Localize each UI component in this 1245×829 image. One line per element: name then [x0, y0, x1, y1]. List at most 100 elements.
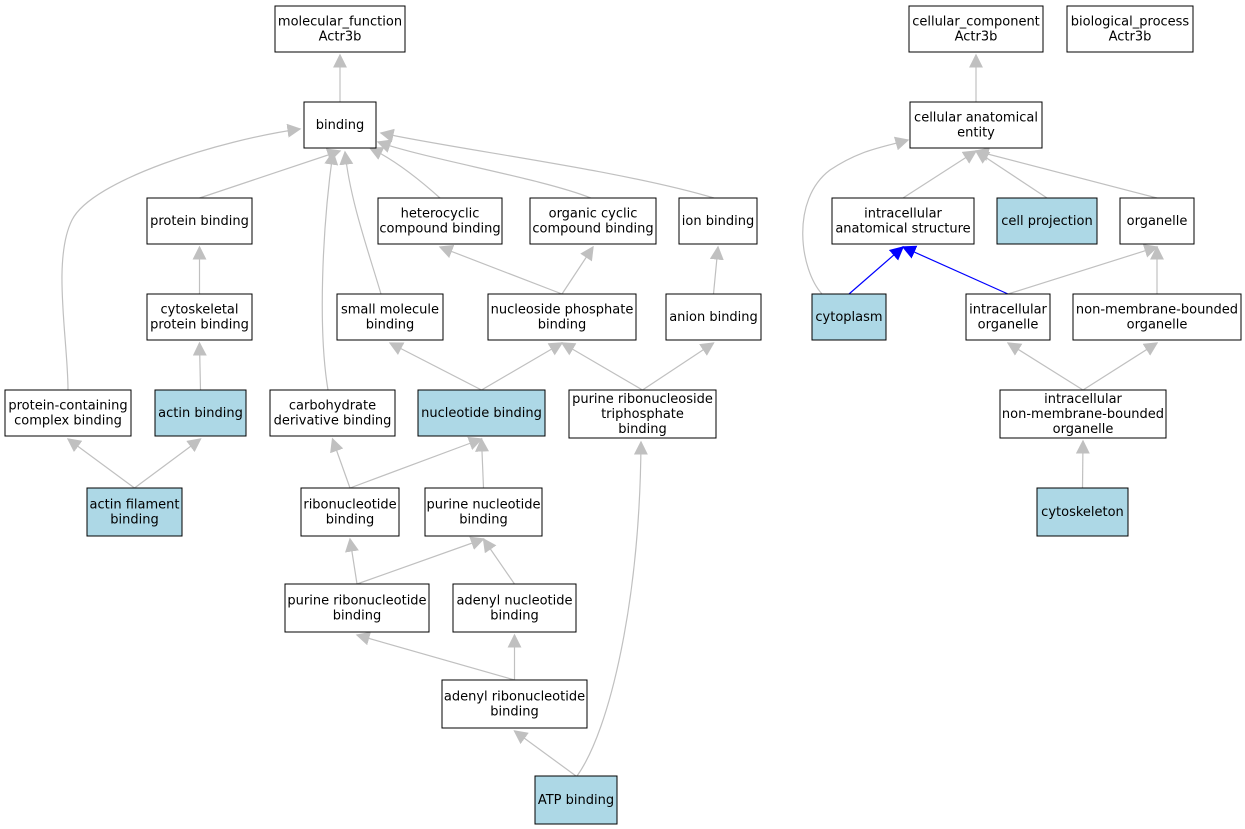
- node-box: [146, 293, 253, 341]
- node-binding: binding: [303, 101, 377, 149]
- node-box: [441, 679, 588, 729]
- node-box: [86, 487, 183, 537]
- node-label-line: complex binding: [14, 414, 122, 429]
- edge-actinfil-to-pccb: [66, 438, 135, 489]
- node-layer: molecular_functionActr3bcellular_compone…: [4, 5, 1242, 825]
- node-label-line: binding: [366, 318, 414, 333]
- edge-intraorg-to-organelle: [1007, 244, 1159, 295]
- node-protbind: protein binding: [146, 197, 253, 245]
- edge-atp-to-prnstb: [576, 440, 648, 777]
- node-label-line: cytoskeletal: [160, 303, 238, 318]
- node-label-line: anatomical structure: [835, 222, 970, 237]
- node-box: [529, 197, 657, 245]
- node-label-line: binding: [490, 705, 538, 720]
- node-box: [908, 5, 1044, 53]
- node-label-line: ATP binding: [538, 793, 614, 808]
- edge-nucphos-to-hetero: [438, 244, 563, 295]
- node-box: [665, 293, 762, 341]
- edge-adenylribo-to-purribo: [355, 631, 515, 681]
- node-label-line: organelle: [1053, 422, 1114, 437]
- edge-cytoplasm-to-ias: [848, 246, 905, 295]
- edge-prnstb-to-anion: [642, 342, 715, 391]
- node-box: [424, 487, 543, 537]
- node-box: [999, 389, 1167, 439]
- node-anion: anion binding: [665, 293, 762, 341]
- node-label-line: Actr3b: [319, 30, 362, 45]
- node-label-line: binding: [459, 513, 507, 528]
- node-label-line: Actr3b: [955, 30, 998, 45]
- node-box: [300, 487, 400, 537]
- node-label-line: intracellular: [969, 303, 1047, 318]
- node-label-line: cytoplasm: [815, 310, 882, 325]
- node-box: [965, 293, 1051, 341]
- node-box: [303, 101, 377, 149]
- node-box: [534, 775, 618, 825]
- node-nucleotide: nucleotide binding: [417, 389, 546, 437]
- node-box: [568, 389, 717, 439]
- edge-ionbind-to-binding: [379, 128, 715, 199]
- edge-inmbo-to-nmbo: [1082, 342, 1159, 391]
- node-label-line: nucleoside phosphate: [491, 303, 634, 318]
- edge-actin-to-cytoprot: [192, 341, 207, 391]
- node-box: [909, 101, 1043, 149]
- node-box: [811, 293, 887, 341]
- edge-intraorg-to-ias: [901, 245, 1009, 295]
- edge-inmbo-to-intraorg: [1006, 342, 1084, 391]
- node-box: [1119, 197, 1195, 245]
- node-label-line: protein binding: [150, 214, 249, 229]
- node-label-line: adenyl nucleotide: [456, 594, 572, 609]
- node-atp: ATP binding: [534, 775, 618, 825]
- node-label-line: compound binding: [532, 222, 653, 237]
- node-label-line: cellular anatomical: [914, 111, 1038, 126]
- node-box: [154, 389, 247, 437]
- edge-cytoplasm-to-cae: [802, 136, 910, 295]
- edge-protbind-to-binding: [199, 148, 342, 199]
- node-box: [377, 197, 503, 245]
- node-box: [1066, 5, 1194, 53]
- node-cellproj: cell projection: [996, 197, 1098, 245]
- node-label-line: heterocyclic: [401, 207, 480, 222]
- node-label-line: triphosphate: [601, 407, 684, 422]
- node-label-line: carbohydrate: [289, 399, 376, 414]
- node-label-line: cytoskeleton: [1041, 505, 1124, 520]
- node-actin: actin binding: [154, 389, 247, 437]
- edge-pccb-to-binding: [61, 123, 302, 391]
- node-cytoplasm: cytoplasm: [811, 293, 887, 341]
- edge-purnuc-to-nucleotide: [475, 437, 490, 489]
- edge-atp-to-adenylribo: [513, 730, 577, 777]
- node-label-line: organelle: [1127, 214, 1188, 229]
- node-label-line: purine ribonucleotide: [287, 594, 426, 609]
- node-box: [336, 293, 444, 341]
- node-box: [1072, 293, 1242, 341]
- edge-smallmol-to-binding: [339, 150, 382, 295]
- node-label-line: binding: [538, 318, 586, 333]
- edge-actinfil-to-actin: [134, 438, 202, 489]
- node-label-line: derivative binding: [274, 414, 392, 429]
- edge-anion-to-ionbind: [709, 245, 724, 295]
- node-label-line: purine ribonucleoside: [572, 392, 713, 407]
- node-label-line: binding: [618, 422, 666, 437]
- edge-layer: [61, 53, 1164, 777]
- edge-ias-to-cae: [902, 150, 978, 199]
- node-cytoskel: cytoskeleton: [1036, 487, 1129, 537]
- node-label-line: protein binding: [150, 318, 249, 333]
- node-box: [146, 197, 253, 245]
- node-label-line: cellular_component: [912, 15, 1040, 30]
- node-label-line: entity: [957, 126, 995, 141]
- node-label-line: cell projection: [1001, 214, 1092, 229]
- edge-hetero-to-binding: [368, 147, 441, 199]
- node-box: [452, 583, 577, 633]
